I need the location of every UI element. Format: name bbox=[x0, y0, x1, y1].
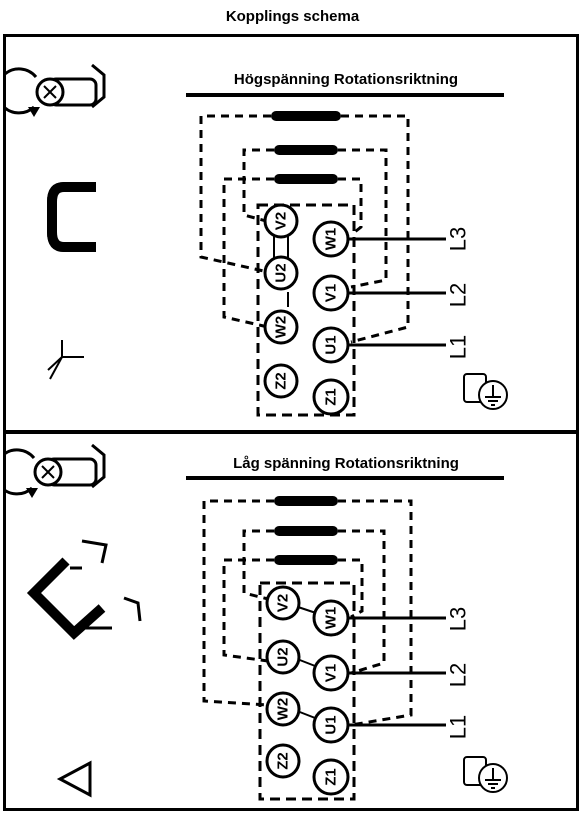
terminal-V1: V1 bbox=[312, 274, 350, 312]
line-label-L3: L3 bbox=[446, 607, 471, 631]
terminal-U1: U1 bbox=[312, 326, 350, 364]
svg-text:W2: W2 bbox=[273, 316, 290, 339]
rotation-bolt-icon bbox=[6, 443, 106, 498]
title-rule bbox=[186, 476, 504, 480]
terminal-block bbox=[258, 581, 356, 801]
coil bbox=[274, 145, 338, 155]
ground-terminal-icon bbox=[463, 756, 508, 793]
coil bbox=[274, 496, 338, 506]
svg-text:Z1: Z1 bbox=[323, 388, 340, 406]
svg-text:U2: U2 bbox=[273, 263, 290, 282]
delta-bracket-icon bbox=[26, 539, 142, 640]
svg-text:W1: W1 bbox=[323, 228, 340, 251]
terminal-W1: W1 bbox=[312, 599, 350, 637]
coils bbox=[274, 496, 338, 565]
svg-text:V2: V2 bbox=[275, 594, 292, 612]
ground-terminal-icon bbox=[463, 373, 508, 410]
svg-text:Z1: Z1 bbox=[323, 768, 340, 786]
svg-text:W2: W2 bbox=[275, 698, 292, 721]
svg-text:U1: U1 bbox=[323, 715, 340, 734]
terminal-block bbox=[256, 203, 356, 417]
coil bbox=[271, 111, 341, 121]
coil bbox=[274, 526, 338, 536]
line-label-L3: L3 bbox=[446, 227, 471, 251]
line-label-L1: L1 bbox=[446, 715, 471, 739]
panel-title-high: Högspänning Rotationsriktning bbox=[233, 71, 459, 88]
low-voltage-wiring-diagram: V2 W1 U2 V1 W2 U1 bbox=[6, 443, 508, 801]
svg-text:U2: U2 bbox=[275, 647, 292, 666]
terminal-Z1: Z1 bbox=[312, 378, 350, 416]
star-bracket-icon bbox=[47, 182, 96, 252]
svg-text:W1: W1 bbox=[323, 607, 340, 630]
panel-title-low: Låg spänning Rotationsriktning bbox=[233, 455, 459, 472]
star-connection-icon bbox=[47, 340, 84, 380]
svg-text:Z2: Z2 bbox=[275, 752, 292, 770]
terminal-V1: V1 bbox=[312, 654, 350, 692]
svg-text:V1: V1 bbox=[323, 664, 340, 682]
line-wires bbox=[346, 237, 446, 347]
terminal-Z1: Z1 bbox=[312, 758, 350, 796]
terminal-Z2: Z2 bbox=[265, 743, 301, 779]
coil bbox=[274, 174, 338, 184]
coils bbox=[271, 111, 341, 184]
terminal-W2: W2 bbox=[265, 691, 301, 727]
terminal-U2: U2 bbox=[263, 255, 299, 291]
dashed-wires bbox=[199, 114, 410, 344]
terminal-V2: V2 bbox=[265, 585, 301, 621]
svg-text:U1: U1 bbox=[323, 335, 340, 354]
high-voltage-panel: Högspänning Rotationsriktning bbox=[3, 34, 579, 434]
terminal-W2: W2 bbox=[263, 309, 299, 345]
svg-text:V1: V1 bbox=[323, 284, 340, 302]
dashed-wires bbox=[202, 499, 413, 727]
coil bbox=[274, 555, 338, 565]
high-voltage-wiring-diagram: V2 W1 U2 V1 W2 U1 bbox=[6, 63, 508, 417]
low-voltage-panel: Låg spänning Rotationsriktning bbox=[3, 430, 579, 811]
terminal-V2: V2 bbox=[263, 203, 299, 239]
page-title: Kopplings schema bbox=[225, 8, 360, 25]
rotation-bolt-icon bbox=[6, 63, 106, 117]
terminal-U2: U2 bbox=[265, 639, 301, 675]
svg-text:V2: V2 bbox=[273, 212, 290, 230]
line-label-L2: L2 bbox=[446, 283, 471, 307]
line-label-L1: L1 bbox=[446, 335, 471, 359]
terminal-W1: W1 bbox=[312, 220, 350, 258]
title-rule bbox=[186, 93, 504, 97]
line-label-L2: L2 bbox=[446, 663, 471, 687]
svg-text:Z2: Z2 bbox=[273, 372, 290, 390]
terminal-U1: U1 bbox=[312, 706, 350, 744]
delta-connection-icon bbox=[56, 760, 92, 798]
terminal-Z2: Z2 bbox=[263, 363, 299, 399]
